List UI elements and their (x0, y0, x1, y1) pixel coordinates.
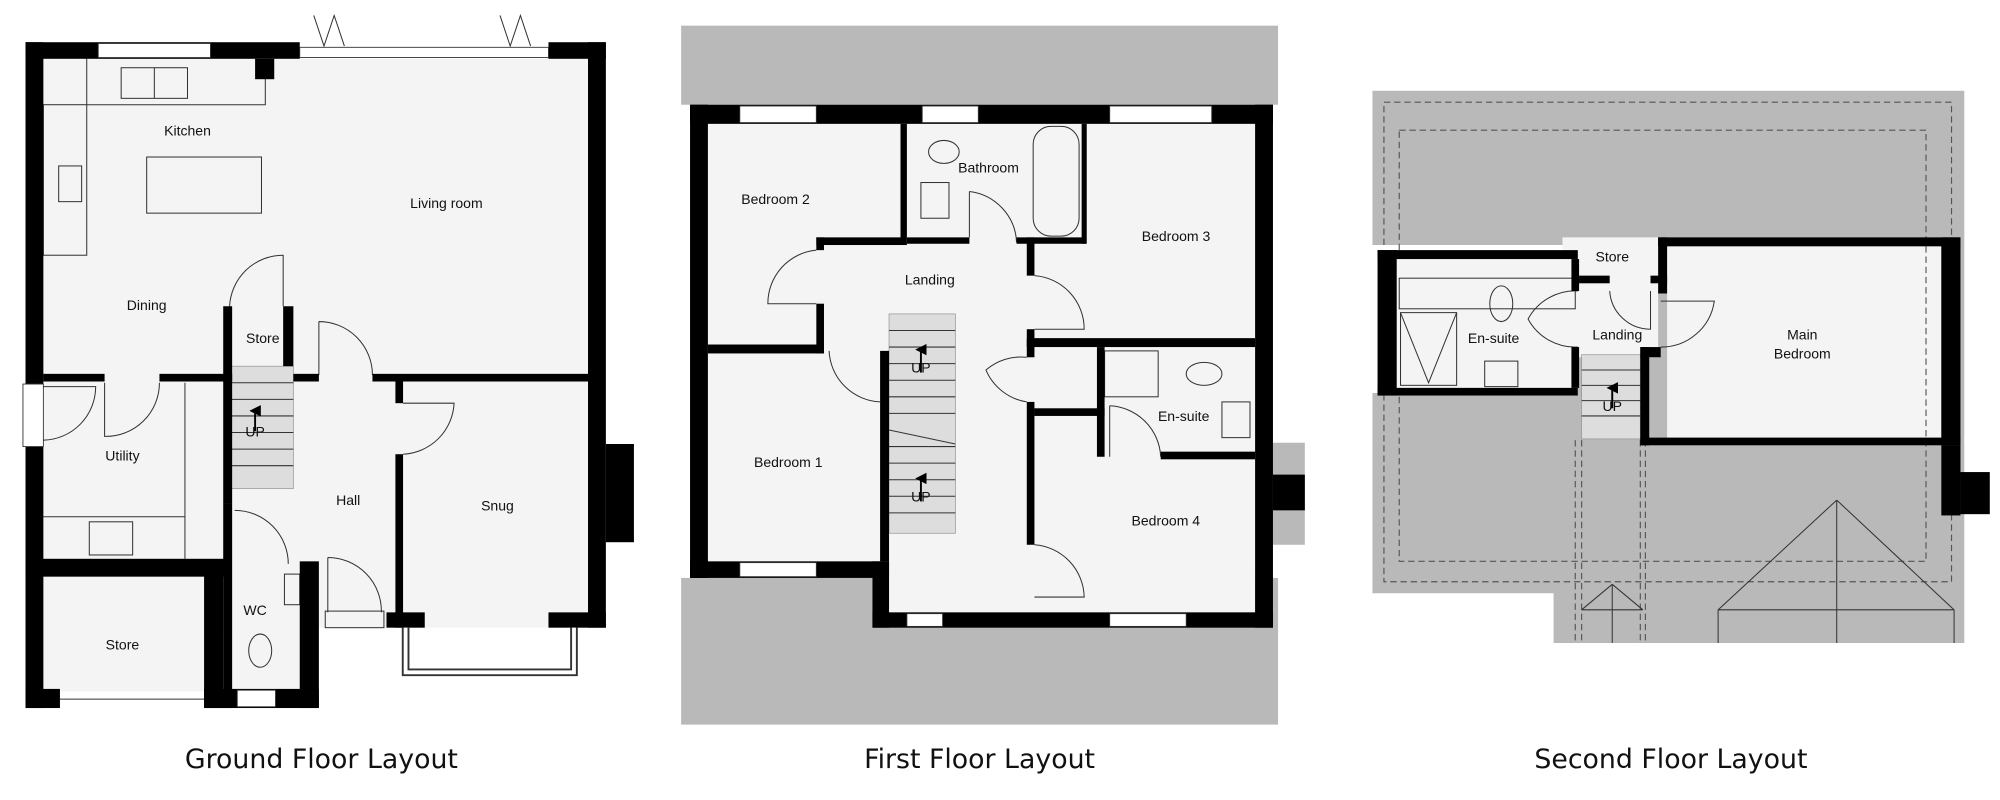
stair-up-label-2: UP (911, 488, 930, 504)
stair-up-label-1: UP (911, 360, 930, 376)
room-label-bedroom-4: Bedroom 4 (1132, 513, 1201, 529)
room-label-bedroom-1: Bedroom 1 (754, 454, 823, 470)
utility-sink-icon (88, 521, 134, 556)
room-label-utility: Utility (105, 448, 139, 464)
staircase (888, 313, 956, 534)
room-label-main-bedroom-line2: Bedroom (1774, 346, 1831, 362)
ground-floor-title: Ground Floor Layout (185, 744, 458, 775)
room-label-hall: Hall (336, 492, 360, 508)
staircase (1581, 354, 1641, 440)
room-label-store-2: Store (106, 636, 140, 652)
roof-top (681, 25, 1279, 105)
second-floor-plan: Store En-suite Landing UP Main Bedroom S… (1372, 90, 1990, 775)
second-floor-title: Second Floor Layout (1534, 744, 1807, 775)
room-label-landing: Landing (905, 272, 955, 288)
room-label-snug: Snug (481, 497, 514, 513)
stair-up-label: UP (245, 423, 264, 439)
first-floor-plan: Bedroom 2 Bathroom Bedroom 3 Landing UP … (681, 25, 1305, 775)
stair-up-label: UP (1603, 398, 1622, 414)
hob-icon (58, 165, 83, 203)
room-label-en-suite: En-suite (1468, 330, 1520, 346)
room-label-store: Store (1595, 249, 1629, 265)
room-label-en-suite: En-suite (1158, 408, 1210, 424)
room-label-bedroom-2: Bedroom 2 (741, 191, 810, 207)
kitchen-island (146, 156, 262, 214)
room-label-kitchen: Kitchen (164, 122, 211, 138)
first-floor-title: First Floor Layout (864, 744, 1095, 775)
room-label-dining: Dining (127, 297, 167, 313)
room-label-wc: WC (243, 602, 266, 618)
staircase (226, 365, 294, 490)
room-label-store: Store (246, 330, 280, 346)
room-label-living-room: Living room (410, 195, 482, 211)
room-label-main-bedroom-line1: Main (1787, 326, 1817, 342)
ground-floor-plan: Kitchen Living room Dining Store UP Util… (22, 13, 634, 775)
room-label-landing: Landing (1592, 326, 1642, 342)
room-label-bathroom: Bathroom (958, 159, 1019, 175)
room-label-bedroom-3: Bedroom 3 (1142, 228, 1211, 244)
